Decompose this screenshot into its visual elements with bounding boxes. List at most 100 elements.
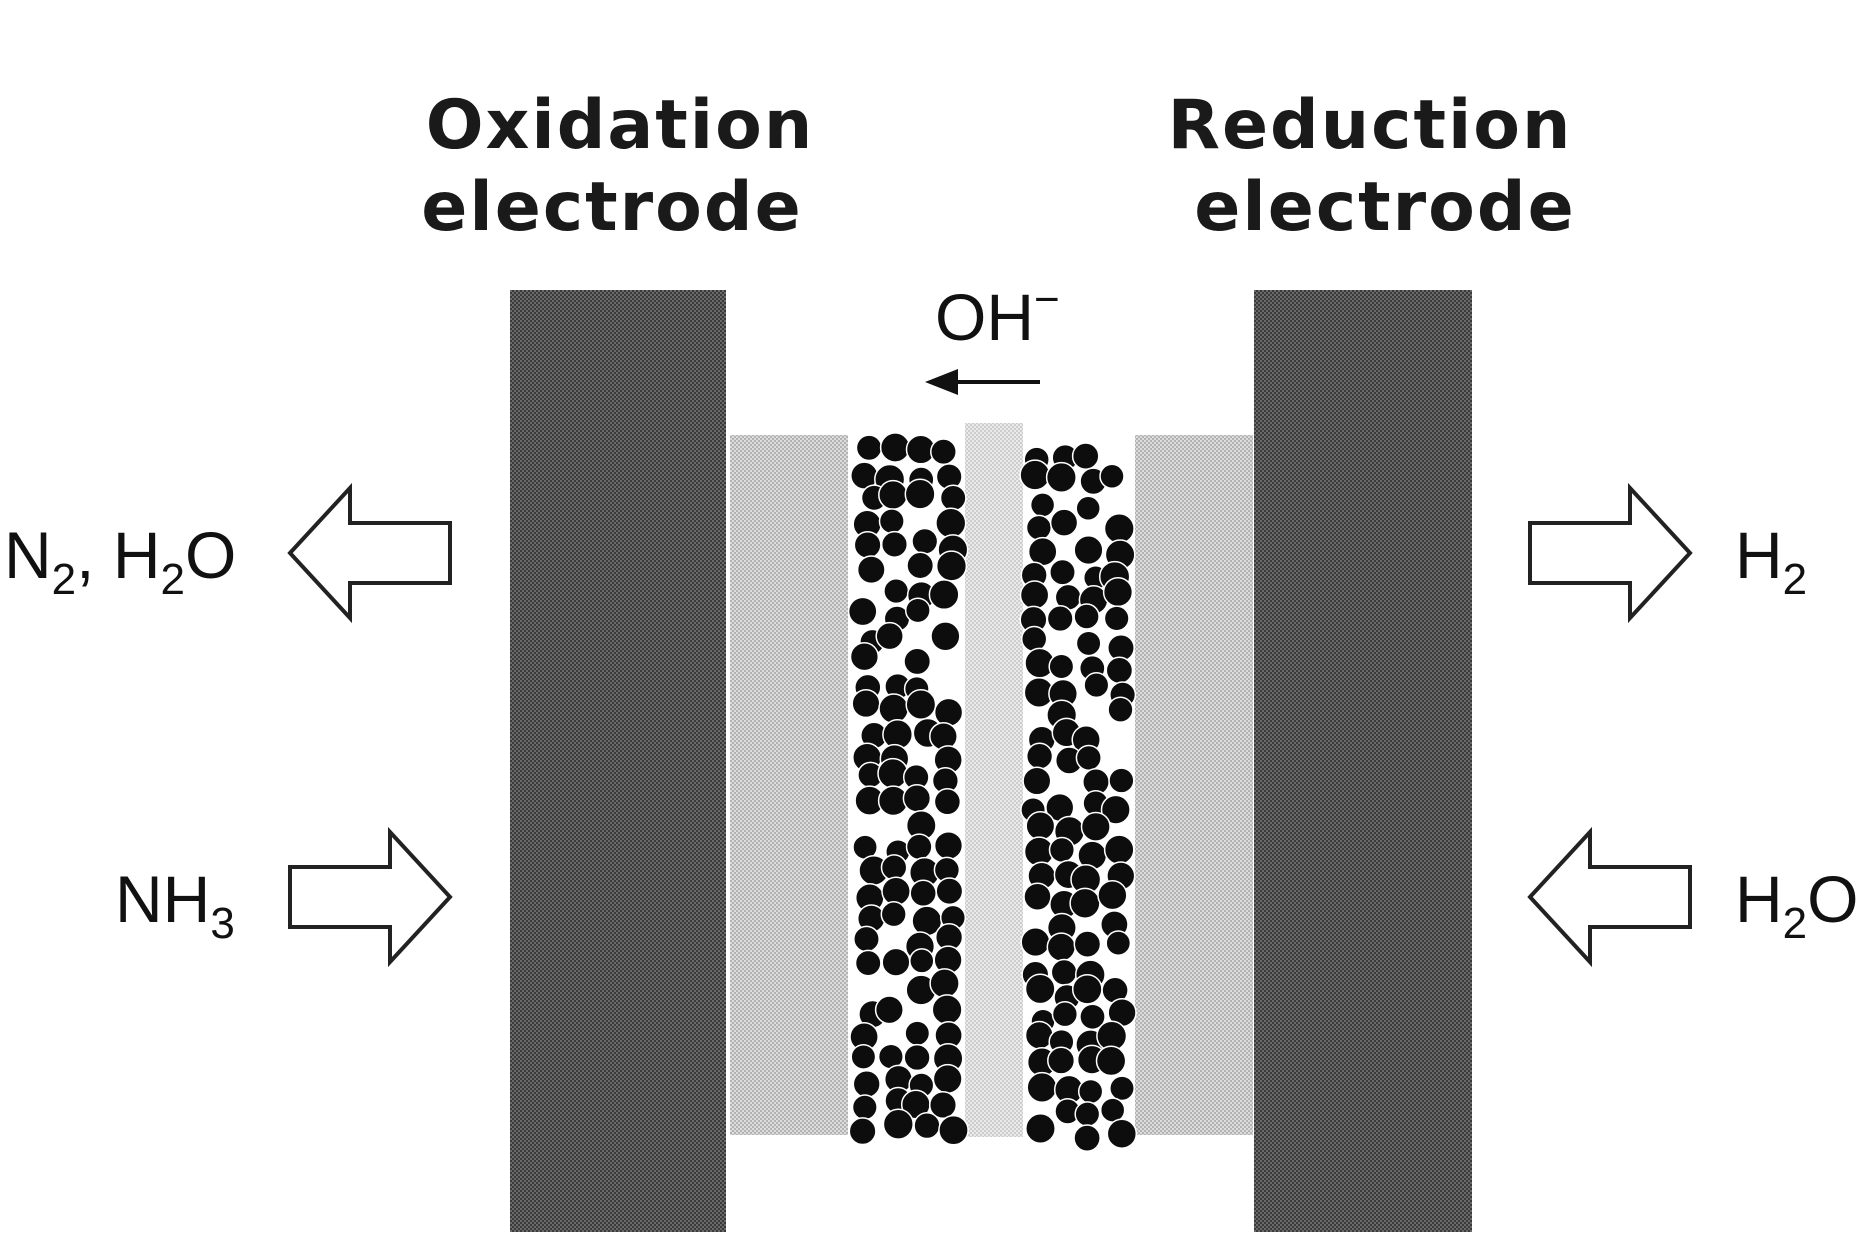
catalyst-particle	[881, 902, 906, 927]
catalyst-particle	[929, 580, 958, 609]
catalyst-particle	[1073, 975, 1102, 1004]
catalyst-particle	[1027, 743, 1053, 769]
catalyst-particle	[936, 878, 962, 904]
oxidation-electrode-title-line2: electrode	[421, 168, 802, 247]
catalyst-particle	[1049, 654, 1073, 678]
catalyst-particle	[881, 433, 910, 462]
catalyst-particle	[1079, 1080, 1103, 1104]
catalyst-particle	[1097, 1046, 1126, 1075]
catalyst-particle	[1084, 673, 1109, 698]
reduction-electrode	[1254, 290, 1472, 1232]
catalyst-particle	[903, 785, 930, 812]
right-inlet-species-label: H2O	[1735, 862, 1859, 948]
catalyst-particle	[910, 880, 936, 906]
cathode-diffusion-layer	[1135, 435, 1253, 1135]
catalyst-particle	[883, 1109, 913, 1139]
catalyst-particle	[1109, 768, 1134, 793]
catalyst-particle	[932, 995, 962, 1025]
catalyst-particle	[1047, 933, 1075, 961]
oxidation-electrode	[510, 290, 726, 1232]
catalyst-particle	[934, 789, 960, 815]
catalyst-particle	[1100, 464, 1124, 488]
catalyst-particle	[1020, 460, 1050, 490]
catalyst-particle	[1026, 1114, 1055, 1143]
catalyst-particle	[937, 551, 967, 581]
catalyst-particle	[876, 623, 903, 650]
catalyst-particle	[1050, 560, 1075, 585]
catalyst-particle	[882, 855, 907, 880]
catalyst-particle	[912, 529, 938, 555]
catalyst-particle	[930, 969, 959, 998]
catalyst-particle	[858, 556, 885, 583]
catalyst-particle	[1074, 1125, 1100, 1151]
catalyst-particle	[1110, 1076, 1134, 1100]
catalyst-particle	[1076, 496, 1100, 520]
catalyst-particle	[1106, 931, 1130, 955]
catalyst-particle	[941, 485, 966, 510]
catalyst-particle	[905, 1021, 929, 1045]
catalyst-particle	[1053, 1002, 1078, 1027]
left-inlet-species-label: NH3	[115, 862, 235, 948]
right-inlet-arrow	[1530, 832, 1690, 962]
catalyst-particle	[936, 508, 966, 538]
catalyst-particle	[931, 439, 956, 464]
catalyst-particle	[854, 926, 879, 951]
catalyst-particle	[1047, 463, 1077, 493]
left-outlet-species-label: N2, H2O	[4, 518, 236, 604]
catalyst-particle	[882, 948, 910, 976]
catalyst-particle	[1048, 1047, 1075, 1074]
hydroxide-direction-arrow	[925, 369, 1040, 395]
catalyst-particle	[1047, 606, 1073, 632]
catalyst-particle	[878, 759, 908, 789]
catalyst-particle	[1107, 1119, 1136, 1148]
left-inlet-arrow	[290, 832, 450, 962]
catalyst-particle	[879, 694, 908, 723]
reduction-electrode-title-line1: Reduction	[1168, 86, 1573, 165]
catalyst-particle	[1076, 631, 1100, 655]
catalyst-particle	[1051, 509, 1078, 536]
catalyst-particle	[882, 877, 910, 905]
catalyst-particle	[1082, 813, 1111, 842]
catalyst-particle	[1074, 931, 1100, 957]
catalyst-particle	[933, 1065, 962, 1094]
catalyst-particle	[907, 552, 933, 578]
catalyst-particle	[1031, 493, 1055, 517]
catalyst-particle	[910, 949, 934, 973]
catalyst-particle	[856, 435, 881, 460]
catalyst-particle	[1105, 835, 1134, 864]
catalyst-particle	[905, 479, 935, 509]
catalyst-particle	[849, 1118, 876, 1145]
catalyst-particle	[1026, 974, 1055, 1003]
catalyst-particle	[1104, 606, 1129, 631]
catalyst-particle	[1075, 1102, 1099, 1126]
catalyst-particle	[1076, 746, 1101, 771]
anode-catalyst-layer	[849, 433, 969, 1145]
catalyst-particle	[1023, 767, 1051, 795]
anode-diffusion-layer	[730, 435, 848, 1135]
right-outlet-species-label: H2	[1735, 518, 1807, 604]
catalyst-particle	[935, 832, 963, 860]
catalyst-particle	[906, 690, 935, 719]
catalyst-particle	[1024, 883, 1051, 910]
catalyst-particle	[876, 996, 904, 1024]
catalyst-particle	[1027, 1073, 1057, 1103]
catalyst-particle	[1051, 960, 1077, 986]
catalyst-particle	[1104, 578, 1133, 607]
catalyst-particle	[1070, 888, 1100, 918]
hydroxide-ion-label: OH−	[935, 275, 1060, 354]
catalyst-particle	[851, 643, 879, 671]
catalyst-particle	[939, 1116, 968, 1145]
catalyst-particle	[884, 579, 909, 604]
catalyst-particle	[904, 648, 930, 674]
catalyst-particle	[1108, 697, 1133, 722]
catalyst-particle	[852, 690, 880, 718]
catalyst-particle	[1021, 581, 1049, 609]
catalyst-particle	[1106, 657, 1132, 683]
catalyst-particle	[906, 598, 930, 622]
catalyst-particle	[1074, 536, 1103, 565]
catalyst-particle	[880, 509, 905, 534]
catalyst-particle	[914, 1113, 940, 1139]
catalyst-particle	[1105, 514, 1135, 544]
catalyst-particle	[1022, 627, 1047, 652]
